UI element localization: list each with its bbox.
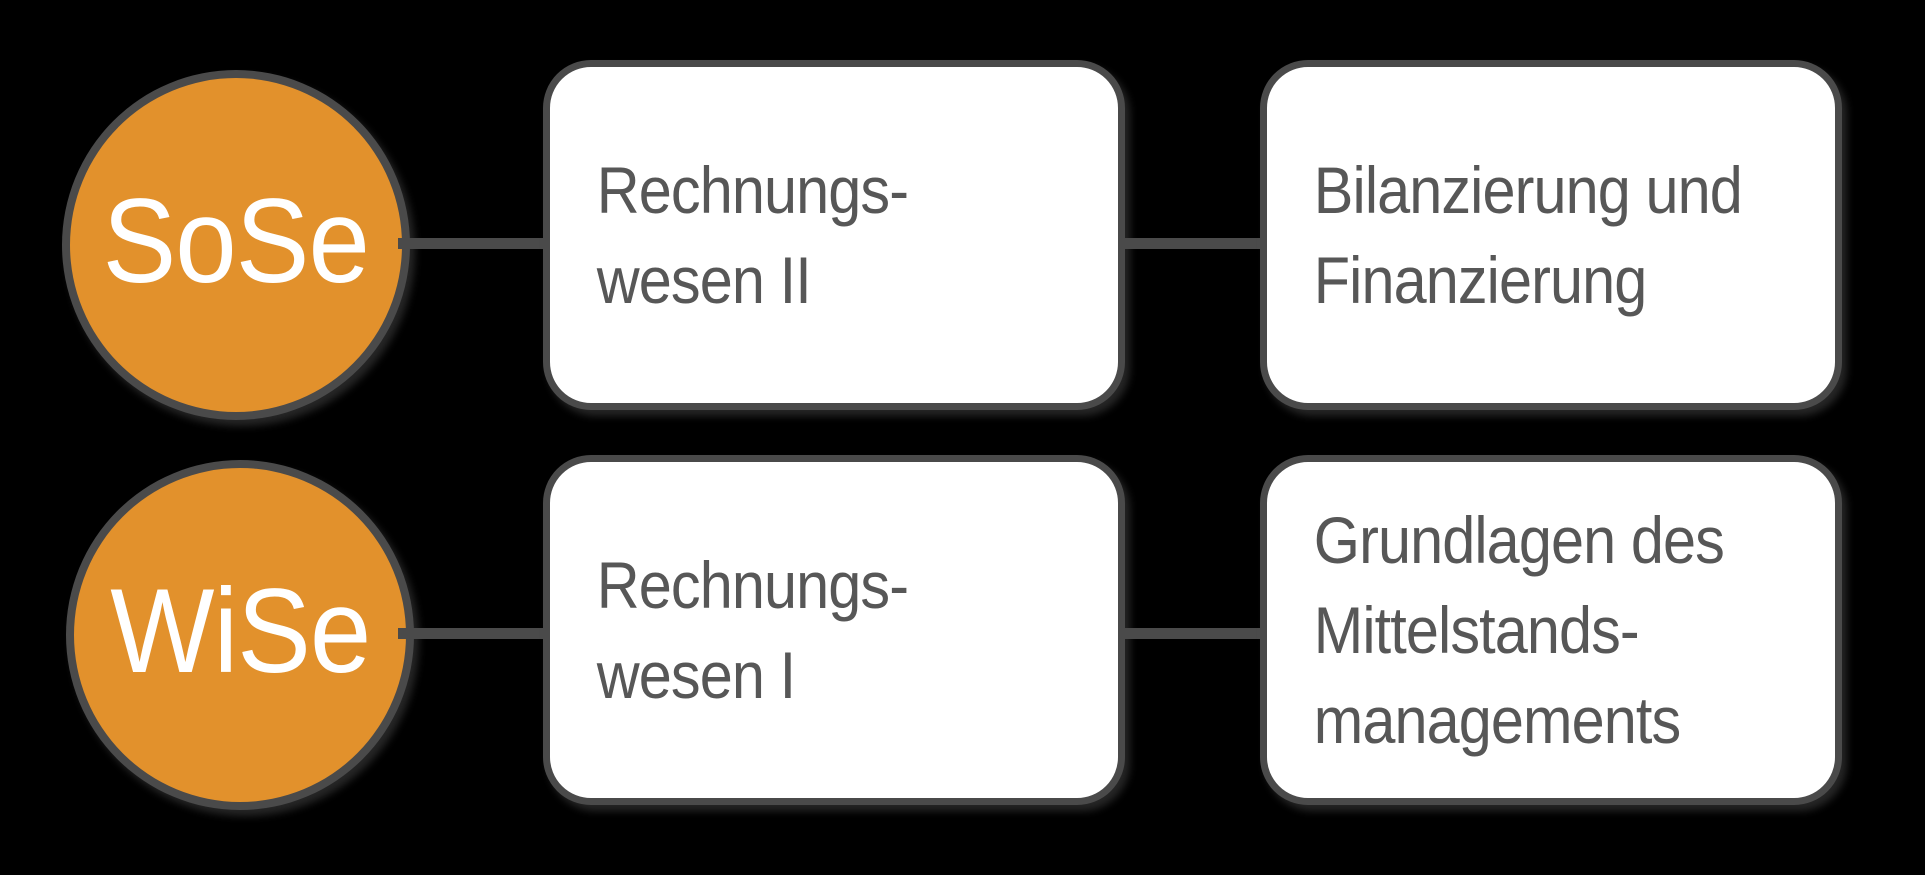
connector-rechnungswesen1-to-mittelstand [1118,628,1266,639]
wise-semester-circle: WiSe [66,460,414,810]
wise-circle-label: WiSe [109,564,371,698]
course-box-label-line: Rechnungs- [596,548,909,622]
course-box-label-line: Bilanzierung und [1313,153,1743,227]
course-box-rechnungswesen-2: Rechnungs- wesen II [543,60,1125,410]
course-box-label-line: managements [1313,683,1681,757]
sose-circle-label: SoSe [102,174,370,308]
course-box-bilanzierung-finanzierung: Bilanzierung und Finanzierung [1260,60,1842,410]
course-box-label-line: Finanzierung [1313,243,1648,317]
course-box-label-line: Mittelstands- [1313,593,1640,667]
course-box-rechnungswesen-1: Rechnungs- wesen I [543,455,1125,805]
connector-rechnungswesen2-to-bilanzierung [1118,238,1266,249]
sose-semester-circle: SoSe [62,70,410,420]
course-box-label-line: Rechnungs- [596,153,909,227]
course-box-label-line: Grundlagen des [1313,503,1725,577]
course-box-label-line: wesen II [596,243,812,317]
connector-sose-to-rechnungswesen2 [398,238,550,249]
connector-wise-to-rechnungswesen1 [398,628,550,639]
course-box-grundlagen-mittelstandsmanagement: Grundlagen des Mittelstands- managements [1260,455,1842,805]
course-box-label-line: wesen I [596,638,796,712]
